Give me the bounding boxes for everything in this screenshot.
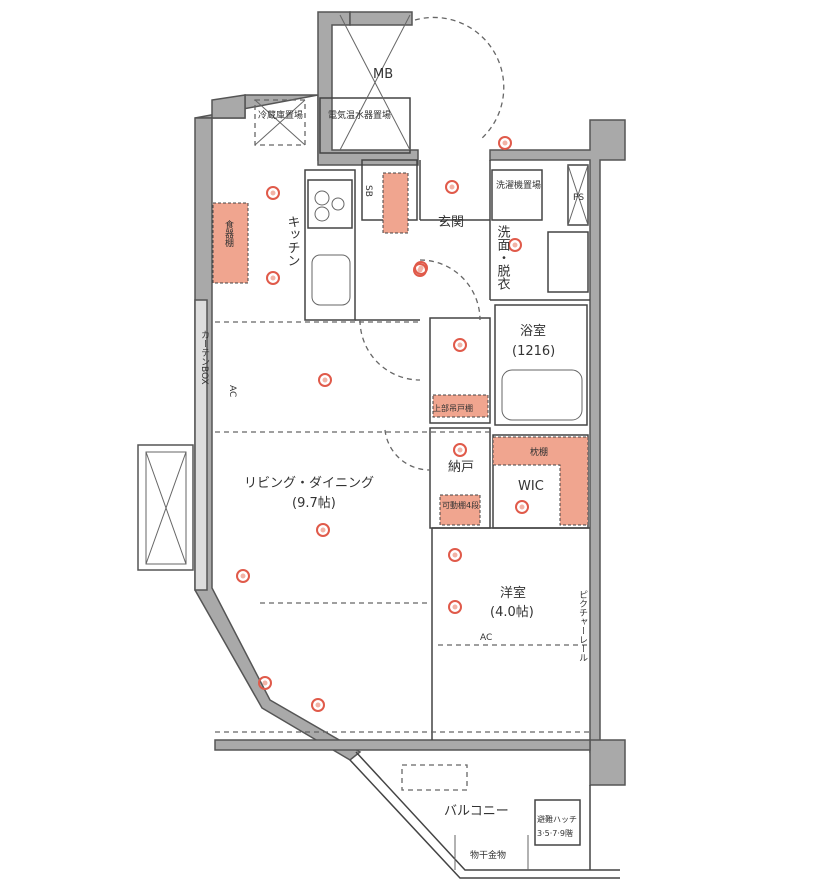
ceiling-light-icon [316, 523, 330, 537]
bath-size: (1216) [512, 344, 555, 359]
wic-label: WIC [518, 479, 544, 494]
ceiling-light-icon [448, 600, 462, 614]
entrance-label: 玄関 [438, 215, 464, 230]
ceiling-light-icon [515, 500, 529, 514]
ceiling-light-icon [258, 676, 272, 690]
ceiling-light-center [315, 702, 321, 708]
interior-walls [212, 14, 590, 740]
ceiling-light-center [502, 140, 508, 146]
shoe-box-label: SB [363, 185, 373, 197]
mb-label: MB [373, 67, 393, 82]
water-heater-label: 電気温水器置場 [328, 109, 391, 121]
living-size: (9.7帖) [292, 496, 336, 511]
ceiling-light-center [449, 184, 455, 190]
ceiling-light-icon [414, 261, 428, 275]
ceiling-light-center [457, 447, 463, 453]
ceiling-light-icon [453, 338, 467, 352]
ceiling-light-icon [448, 548, 462, 562]
ceiling-light-center [270, 275, 276, 281]
bath-label: 浴室 [520, 323, 546, 339]
upper-cabinet-label: 上部吊戸棚 [433, 403, 473, 413]
room-labels: MB 冷蔵庫置場 電気温水器置場 キッチン 食器棚 SB 玄関 洗濯機置場 洗面… [199, 67, 588, 861]
ceiling-light-icon [508, 238, 522, 252]
ceiling-light-center [457, 342, 463, 348]
ceiling-light-icon [445, 180, 459, 194]
western-label: 洋室 [500, 585, 526, 601]
washer-label: 洗濯機置場 [496, 179, 541, 191]
storage-label: 納戸 [448, 460, 474, 475]
balcony-label: バルコニー [444, 804, 509, 819]
ceiling-light-icon [236, 569, 250, 583]
cupboard-label: 食器棚 [223, 219, 234, 248]
movable-shelf-label: 可動棚4段 [442, 500, 479, 510]
ceiling-light-center [320, 527, 326, 533]
walls [137, 11, 626, 786]
ceiling-light-center [418, 265, 424, 271]
ceiling-light-icon [266, 271, 280, 285]
ceiling-light-icon [311, 698, 325, 712]
living-label: リビング・ダイニング [244, 476, 374, 491]
drying-label: 物干金物 [470, 849, 506, 861]
ceiling-light-center [322, 377, 328, 383]
ceiling-light-icon [266, 186, 280, 200]
ceiling-light-icon [318, 373, 332, 387]
fridge-label: 冷蔵庫置場 [258, 109, 303, 121]
ceiling-light-center [262, 680, 268, 686]
washroom-label: 洗面・脱衣 [495, 225, 511, 290]
ceiling-light-center [270, 190, 276, 196]
ceiling-light-icon [453, 443, 467, 457]
picture-rail-label: ピクチャーレール [577, 590, 588, 662]
hatch-label: 避難ハッチ [537, 814, 577, 824]
western-size: (4.0帖) [490, 605, 534, 620]
shelf-label: 枕棚 [530, 446, 548, 458]
ceiling-light-center [519, 504, 525, 510]
ac-western-label: AC [480, 633, 492, 643]
ps-label: PS [573, 193, 584, 203]
ceiling-light-icon [498, 136, 512, 150]
ceiling-light-center [512, 242, 518, 248]
ceiling-light-center [240, 573, 246, 579]
ceiling-lights [236, 136, 529, 712]
ac-ld-label: AC [227, 385, 237, 397]
kitchen-label: キッチン [285, 215, 300, 267]
curtain-box-label: カーテンBOX [199, 330, 209, 385]
balcony [349, 751, 620, 879]
ceiling-light-center [452, 552, 458, 558]
hatch-note: 3·5·7·9階 [537, 828, 573, 838]
ceiling-light-center [452, 604, 458, 610]
